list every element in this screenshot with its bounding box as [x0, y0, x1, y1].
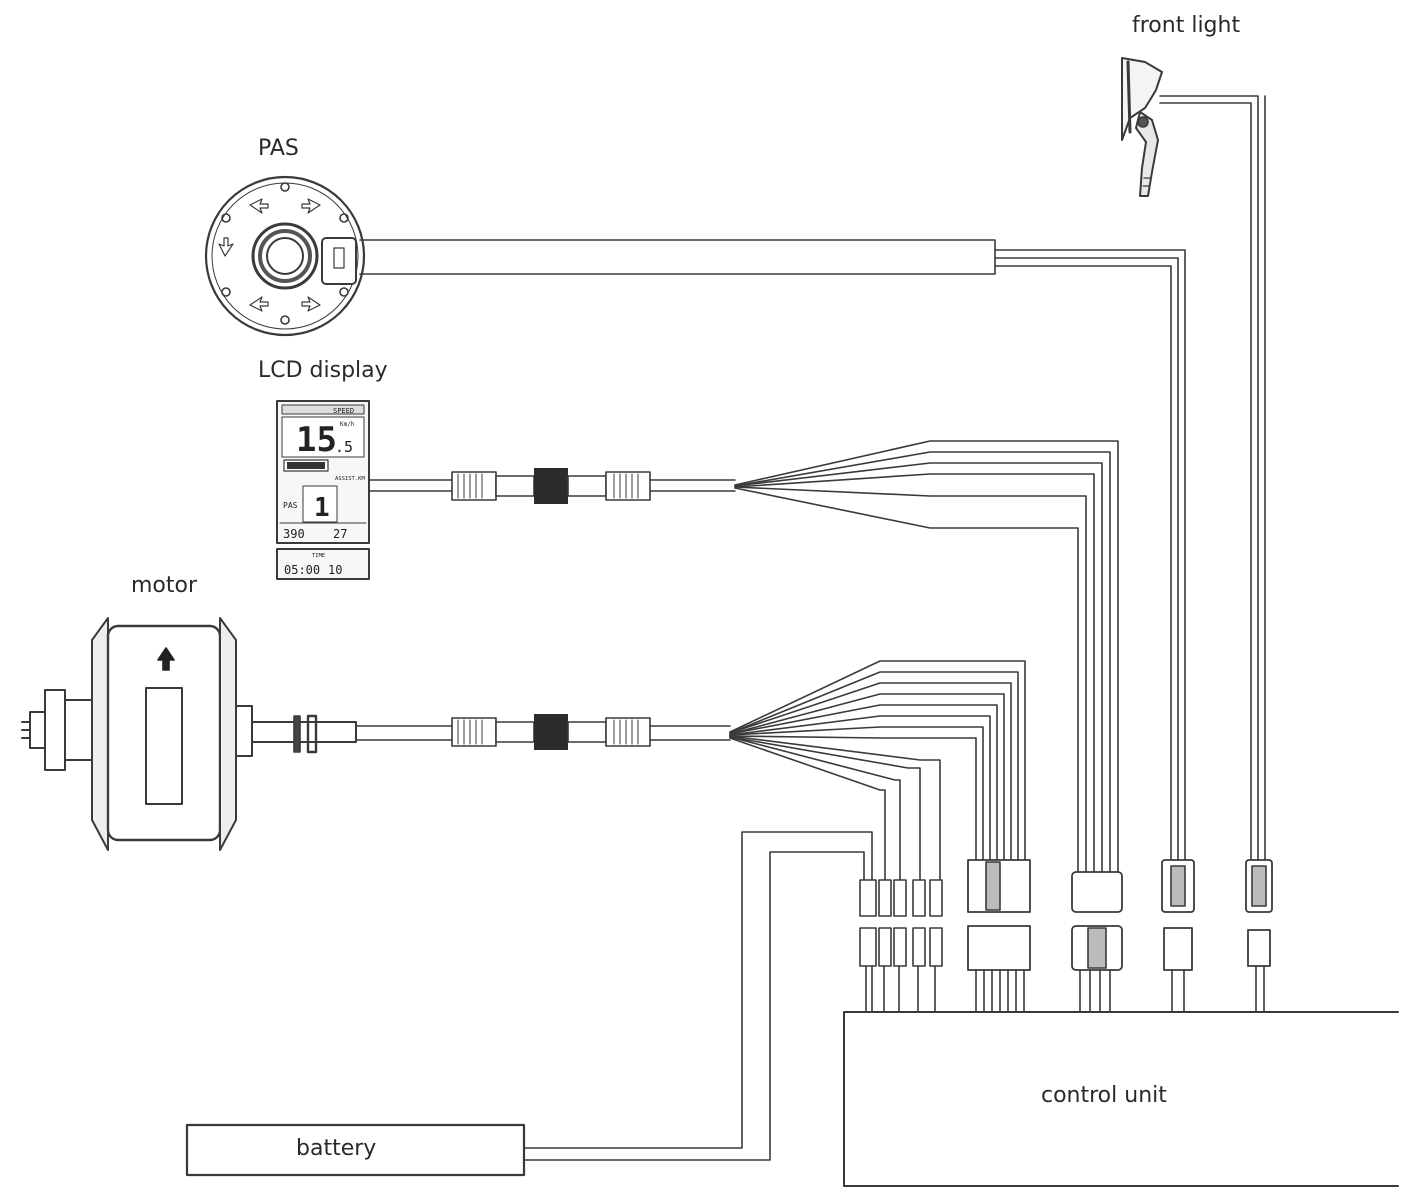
pas-cable — [359, 239, 1186, 861]
control-unit-box — [843, 1011, 1399, 1187]
lcd-battery-caption: ASSIST.KM — [335, 476, 365, 482]
lcd-speed-main: 15 — [296, 420, 337, 460]
pas-label: PAS — [258, 136, 299, 161]
motor-hub-icon — [21, 617, 357, 851]
pas-sensor-icon — [204, 175, 366, 337]
lcd-pas-label: PAS — [283, 501, 298, 510]
battery-cable — [523, 831, 873, 1161]
battery-box — [185, 1123, 526, 1177]
lcd-speed-unit: Km/h — [340, 421, 355, 428]
front-light-icon — [1121, 57, 1163, 197]
display-connector — [1071, 871, 1123, 1013]
lcd-time-extra: 10 — [328, 563, 342, 577]
lcd-bottom-left: 390 — [283, 527, 305, 541]
battery-label: battery — [296, 1136, 377, 1161]
pas-connector — [1161, 859, 1195, 1013]
lcd-display-label: LCD display — [258, 358, 388, 383]
lcd-bottom-right: 27 — [333, 527, 347, 541]
motor-cable — [355, 660, 1026, 881]
small-connectors — [859, 879, 943, 1013]
motor-label: motor — [131, 573, 198, 598]
lcd-header: SPEED — [333, 407, 354, 415]
lcd-display-icon: SPEED 15 .5 Km/h ASSIST.KM PAS 1 390 27 … — [276, 400, 370, 580]
lcd-time-caption: TIME — [312, 553, 325, 559]
front-light-cable — [1159, 95, 1266, 861]
lcd-cable — [368, 440, 1119, 873]
control-unit-label: control unit — [1041, 1083, 1167, 1108]
motor-phase-connector — [967, 859, 1031, 1013]
lcd-pas-level: 1 — [314, 493, 330, 523]
lcd-time-value: 05:00 — [284, 563, 320, 577]
lcd-speed-decimal: .5 — [335, 438, 353, 456]
front-light-label: front light — [1132, 13, 1241, 38]
front-light-connector — [1245, 859, 1273, 1013]
